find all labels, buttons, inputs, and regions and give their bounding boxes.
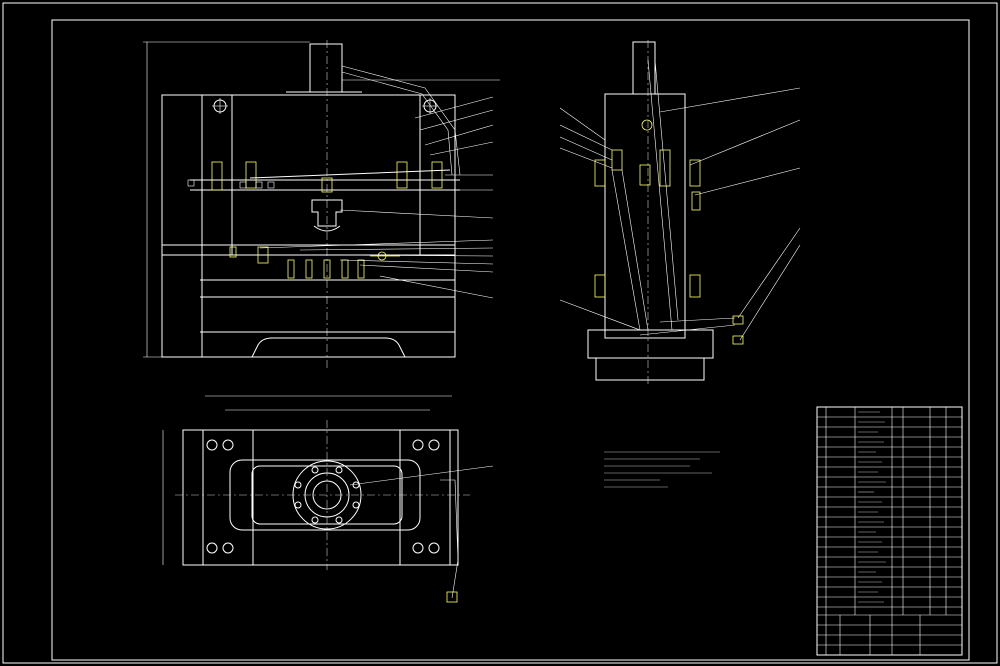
title-block <box>816 406 963 656</box>
side-view <box>559 40 801 385</box>
parts-list-rows <box>817 407 962 655</box>
top-view <box>162 395 494 603</box>
inner-drawing-frame <box>51 19 970 661</box>
front-view <box>143 40 500 370</box>
technical-notes <box>604 451 720 488</box>
